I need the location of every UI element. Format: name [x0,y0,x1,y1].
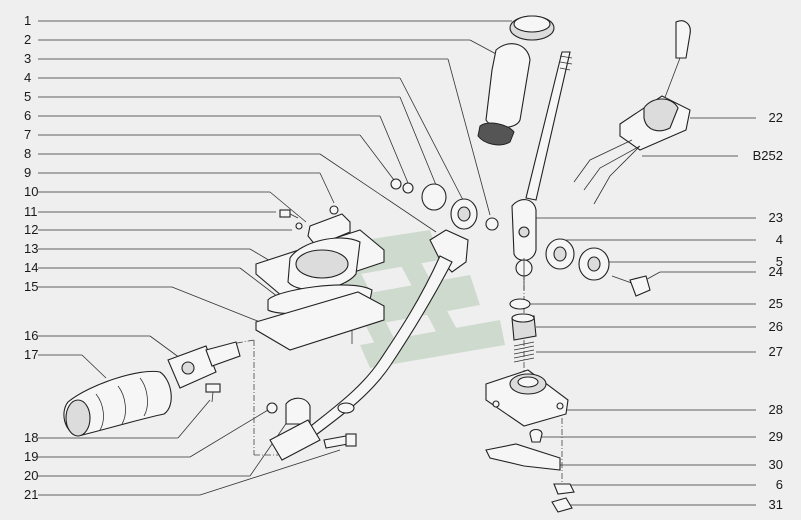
label-26: 26 [768,319,783,334]
label-10: 10 [24,184,39,199]
pin-29 [529,428,543,443]
label-6-right: 6 [775,477,783,492]
label-27: 27 [768,344,783,359]
label-21: 21 [24,487,39,502]
label-28: 28 [768,402,783,417]
label-24: 24 [768,264,783,279]
label-2: 2 [24,32,32,47]
bottom-nuts [551,483,575,513]
label-31: 31 [768,497,783,512]
label-7: 7 [24,127,32,142]
washer-parts [421,183,499,231]
label-5-right: 5 [775,254,783,269]
gear-lever-rod [525,51,573,201]
label-4-right: 4 [775,232,783,247]
label-29: 29 [768,429,783,444]
screw-and-washer [279,209,303,230]
label-8: 8 [24,146,32,161]
lever-lower [511,199,537,290]
bolt-21 [323,433,357,449]
bolt-18 [205,383,221,403]
label-23: 23 [768,210,783,225]
label-14: 14 [24,260,39,275]
label-9: 9 [24,165,32,180]
small-nuts [329,178,414,215]
rubber-boot [63,370,172,437]
label-25: 25 [768,296,783,311]
label-15: 15 [24,279,39,294]
label-18: 18 [24,430,39,445]
o-ring [509,298,531,310]
label-30: 30 [768,457,783,472]
bushing [511,313,537,341]
leader-lines-left [38,20,512,496]
label-19: 19 [24,449,39,464]
cover-block [307,213,351,247]
bracket-plate [485,443,561,471]
label-13: 13 [24,241,39,256]
top-plate [255,229,385,297]
label-17: 17 [24,347,39,362]
right-washers [545,238,610,281]
pin-24 [611,275,651,297]
leader-lines-right [528,117,756,506]
label-16: 16 [24,328,39,343]
label-20: 20 [24,468,39,483]
gearshift-assembly-inset [573,20,691,205]
lever-housing [485,369,569,427]
label-6: 6 [24,108,32,123]
clamp-and-tube [266,397,355,461]
label-11: 11 [24,204,38,219]
label-22: 22 [768,110,783,125]
label-1: 1 [24,13,32,28]
label-b252: B252 [752,148,783,163]
label-5: 5 [24,89,32,104]
base-plate [255,291,385,351]
shift-knob [477,43,531,146]
label-12: 12 [24,222,39,237]
knob-cap [509,15,555,41]
label-3: 3 [24,51,32,66]
universal-joint [167,341,241,389]
label-4: 4 [24,70,32,85]
spring [513,341,535,363]
